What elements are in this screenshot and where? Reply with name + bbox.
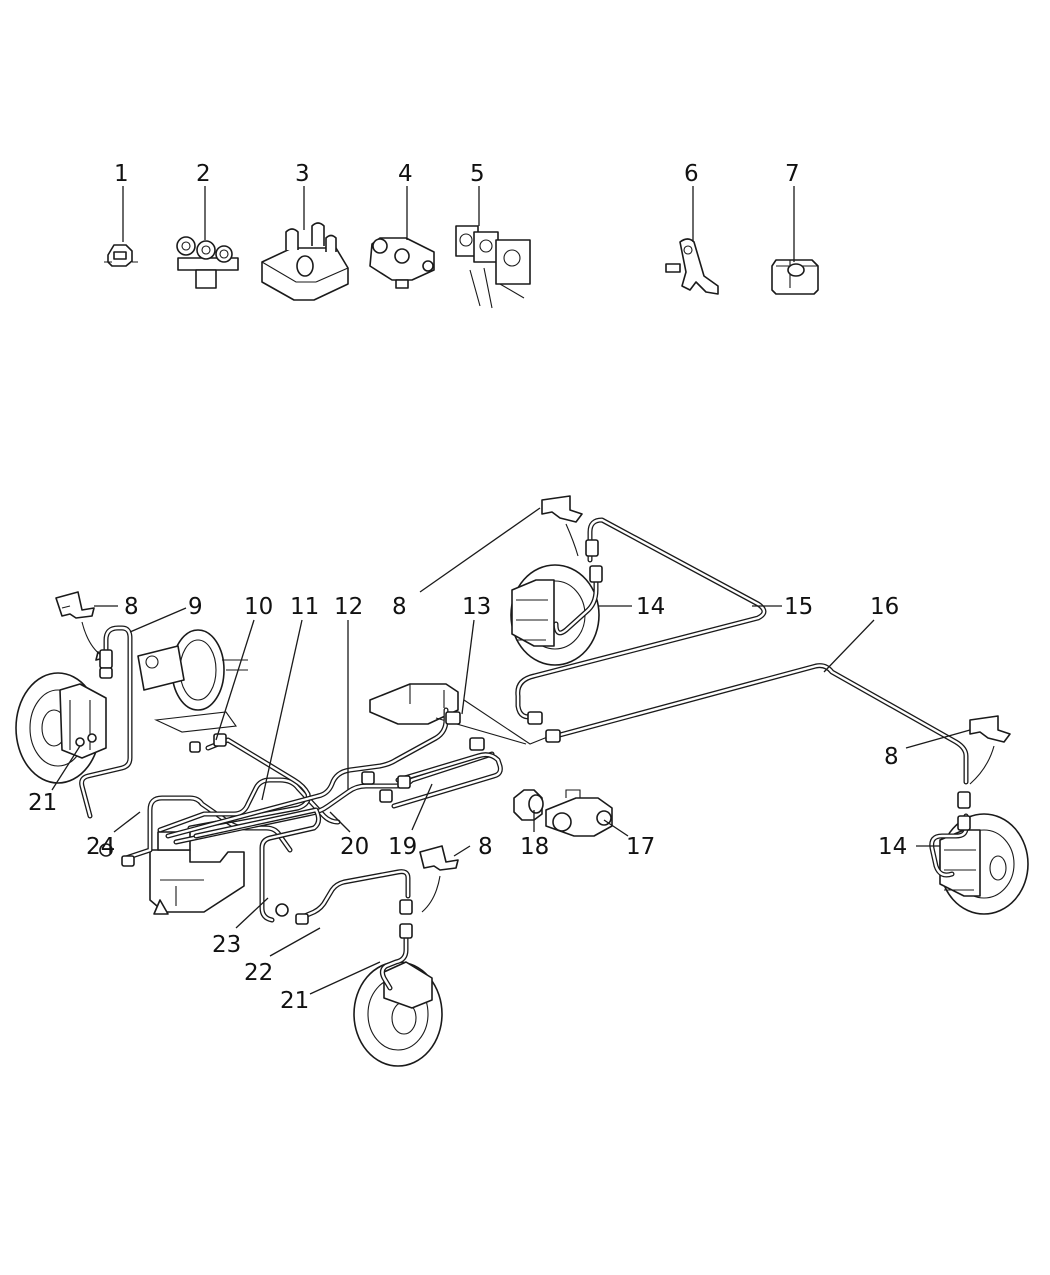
callout-8-bottom: 8 [478, 834, 493, 860]
callout-12: 12 [334, 594, 363, 620]
callout-4: 4 [398, 161, 413, 187]
callout-18: 18 [520, 834, 549, 860]
callout-9: 9 [188, 594, 203, 620]
callout-21-bottom: 21 [280, 988, 309, 1014]
callout-5: 5 [470, 161, 485, 187]
clip-part-6 [665, 238, 719, 295]
callout-16: 16 [870, 594, 899, 620]
clamp-part-4 [369, 237, 435, 289]
callout-22: 22 [244, 960, 273, 986]
callout-8-left: 8 [124, 594, 139, 620]
arrow-upper [565, 523, 579, 557]
bracket-clip-left [55, 591, 95, 619]
clamp-part-5 [455, 225, 531, 309]
callout-8-right: 8 [884, 744, 899, 770]
callout-14-lower: 14 [878, 834, 907, 860]
clip-part-1 [104, 244, 138, 267]
callout-2: 2 [196, 161, 211, 187]
brake-tubes [79, 517, 969, 991]
arrow-right [969, 745, 995, 785]
callout-3: 3 [295, 161, 310, 187]
callout-20: 20 [340, 834, 369, 860]
bracket-clip-bottom [419, 845, 459, 871]
bracket-clip-upper [541, 495, 583, 523]
arrow-bottom [421, 875, 441, 913]
callout-13: 13 [462, 594, 491, 620]
front-left-disc-brake [15, 672, 107, 784]
clamp-part-2 [176, 236, 239, 289]
callout-14-upper: 14 [636, 594, 665, 620]
callout-15: 15 [784, 594, 813, 620]
callout-10: 10 [244, 594, 273, 620]
callout-6: 6 [684, 161, 699, 187]
clip-part-7 [771, 259, 819, 295]
callout-7: 7 [785, 161, 800, 187]
brake-booster [137, 629, 248, 733]
leader-lines [51, 186, 971, 995]
plug-part-18 [513, 789, 544, 821]
callout-23: 23 [212, 932, 241, 958]
callout-17: 17 [626, 834, 655, 860]
front-bottom-disc-brake [353, 961, 443, 1067]
callout-labels: 1 2 3 4 5 6 7 8 9 10 11 12 8 13 14 15 16… [28, 161, 907, 1014]
callout-8-upper: 8 [392, 594, 407, 620]
bracket-clip-right [969, 715, 1011, 743]
clamp-part-3 [261, 222, 349, 301]
callout-24: 24 [86, 834, 115, 860]
callout-1: 1 [114, 161, 129, 187]
valve-part-17 [545, 789, 613, 837]
tube-fittings [99, 539, 971, 939]
rear-left-disc-brake [510, 564, 600, 666]
callout-11: 11 [290, 594, 319, 620]
rear-right-disc-brake [939, 813, 1029, 915]
master-cylinder [149, 831, 245, 915]
arrow-left [81, 621, 103, 657]
callout-21-left: 21 [28, 790, 57, 816]
callout-19: 19 [388, 834, 417, 860]
